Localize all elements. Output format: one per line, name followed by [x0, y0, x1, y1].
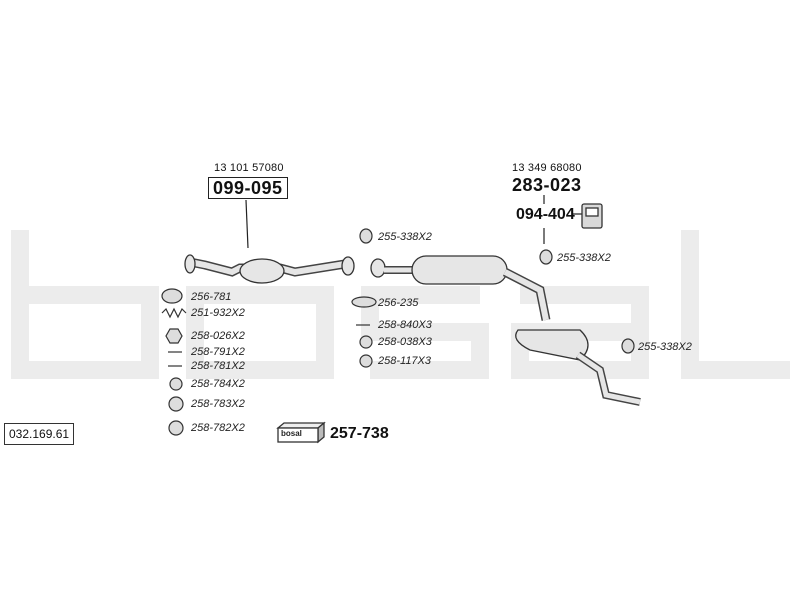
fitting-kit-part-number[interactable]: 257-738	[330, 425, 389, 442]
part-label[interactable]: 258-038X3	[378, 336, 432, 348]
spring-icon	[161, 307, 187, 319]
part-label[interactable]: 256-781	[191, 291, 232, 303]
ring-icon	[168, 420, 184, 436]
hanger-ring-icon	[539, 249, 553, 265]
clamp-icon	[168, 396, 184, 412]
part-label[interactable]: 256-235	[378, 297, 419, 309]
part-label[interactable]: 255-338X2	[557, 252, 611, 264]
part-label[interactable]: 251-932X2	[191, 307, 245, 319]
part-label[interactable]: 258-117X3	[378, 355, 432, 367]
middle-rear-silencer	[370, 255, 641, 406]
part-label[interactable]: 258-026X2	[191, 330, 245, 342]
leader-front-pipe	[245, 199, 249, 249]
spring-washer-icon	[359, 354, 373, 368]
part-label[interactable]: 258-783X2	[191, 398, 245, 410]
nut-small-icon	[359, 335, 373, 349]
hanger-ring-icon	[359, 228, 373, 244]
rear-silencer-part-number[interactable]: 283-023	[512, 175, 582, 195]
fitting-kit-box-icon	[276, 421, 326, 444]
part-label[interactable]: 255-338X2	[638, 341, 692, 353]
part-label[interactable]: 258-781X2	[191, 360, 245, 372]
washer-icon	[169, 377, 183, 391]
rubber-mount-icon	[581, 203, 603, 229]
part-label[interactable]: 258-784X2	[191, 378, 245, 390]
front-pipe-catalyst	[184, 254, 355, 284]
hanger-ring-icon	[621, 338, 635, 354]
part-label[interactable]: 258-840X3	[378, 319, 432, 331]
part-label[interactable]: 258-791X2	[191, 346, 245, 358]
part-label[interactable]: 258-782X2	[191, 422, 245, 434]
rear-silencer-oem: 13 349 68080	[512, 162, 582, 174]
fitting-kit-logo: bosal	[281, 429, 302, 438]
part-label[interactable]: 255-338X2	[378, 231, 432, 243]
mount-part-number[interactable]: 094-404	[516, 206, 575, 223]
nut-icon	[165, 328, 183, 344]
front-pipe-part-number[interactable]: 099-095	[208, 177, 288, 199]
reference-number: 032.169.61	[4, 423, 75, 445]
front-pipe-oem: 13 101 57080	[214, 162, 284, 174]
gasket-icon	[161, 288, 183, 304]
gasket-ring-icon	[351, 296, 377, 308]
